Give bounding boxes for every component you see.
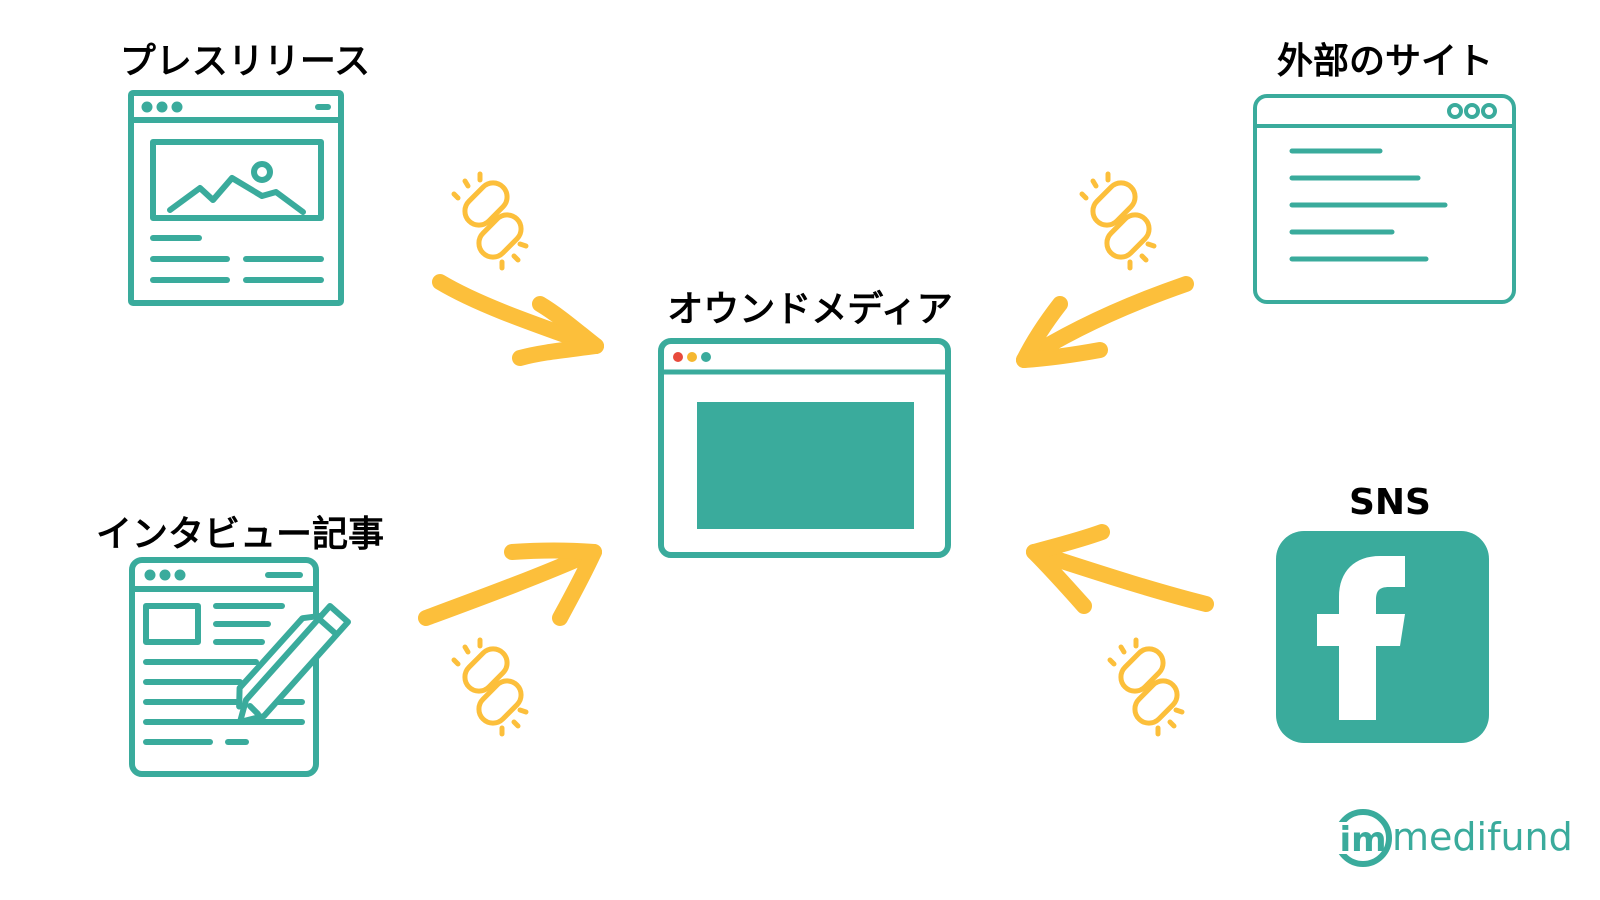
medifund-logo-mark: im: [1333, 809, 1392, 867]
owned-media-icon: [658, 338, 951, 558]
arrow-icon: [418, 274, 1214, 626]
external-site-icon: [1253, 94, 1516, 304]
link-chain-icon: [1079, 171, 1157, 271]
interview-article-label: インタビュー記事: [95, 514, 384, 555]
link-chain-icon: [1107, 637, 1185, 737]
sns-label: SNS: [1349, 482, 1431, 523]
owned-media-label: オウンドメディア: [667, 289, 953, 330]
external-site-label: 外部のサイト: [1276, 41, 1493, 82]
logo-mark-text: im: [1339, 820, 1386, 860]
press-release-label: プレスリリース: [119, 41, 371, 82]
interview-article-icon: [129, 557, 351, 777]
facebook-icon: [1276, 531, 1489, 743]
link-chain-icon: [451, 171, 529, 271]
medifund-logo-text: medifund: [1392, 815, 1573, 859]
press-release-icon: [128, 90, 344, 306]
link-chain-icon: [451, 637, 529, 737]
